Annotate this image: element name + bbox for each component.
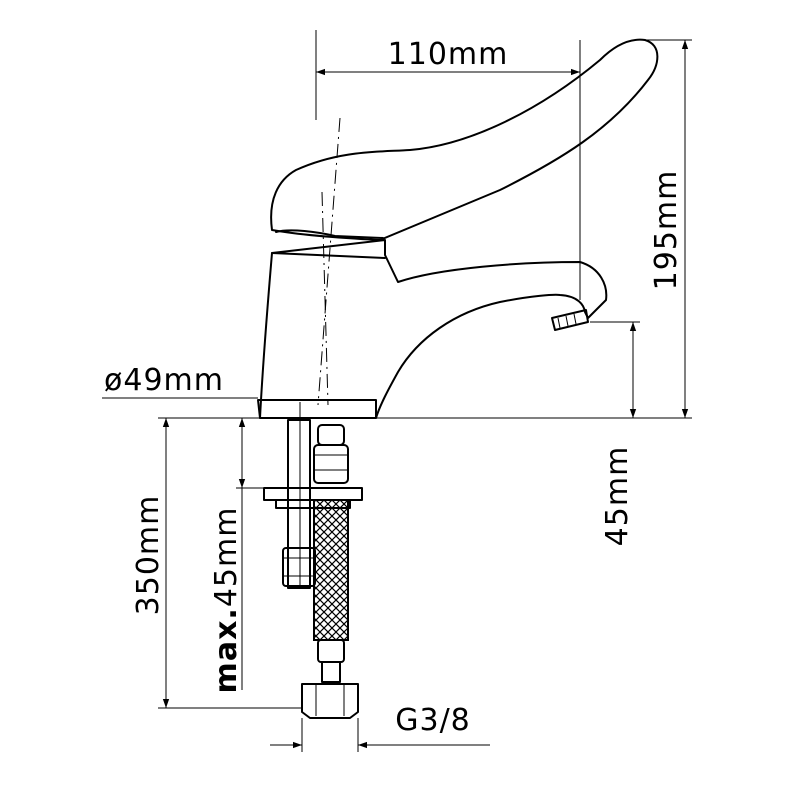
lever-angle-lines [299, 117, 341, 588]
dim-height [376, 39, 692, 419]
height-label: 195mm [649, 170, 684, 291]
width-label: 110mm [388, 37, 509, 72]
faucet-body [259, 239, 608, 419]
spout-height-label: 45mm [600, 446, 635, 547]
dim-max-thickness [236, 418, 264, 690]
flexible-hose [301, 424, 359, 719]
base-diameter-label: ø49mm [104, 363, 224, 398]
hose-length-label: 350mm [131, 495, 166, 616]
dim-thread [270, 718, 490, 752]
max-thickness-label: max.45mm [209, 507, 244, 694]
max-prefix: max. [209, 607, 244, 693]
thread-label: G3/8 [395, 703, 471, 738]
max-thickness-value: 45mm [209, 507, 244, 608]
dim-spout-height [590, 321, 640, 418]
dim-width [315, 30, 581, 300]
